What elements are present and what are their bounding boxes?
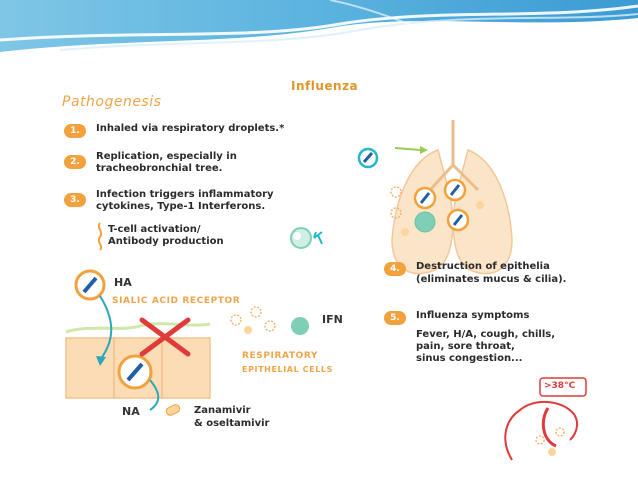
step-4-line-2: (eliminates mucus & cilia). [416, 274, 567, 285]
symptom-line-3: sinus congestion... [416, 353, 523, 364]
tcell-line-1: T-cell activation/ [108, 224, 201, 235]
step-3-line-2: cytokines, Type-1 Interferons. [96, 201, 266, 212]
virus-particles [357, 147, 484, 236]
diagram-title: Influenza [291, 79, 359, 93]
tcell-antibody-icon [97, 222, 323, 251]
ha-label: HA [114, 276, 132, 289]
symptom-line-1: Fever, H/A, cough, chills, [416, 329, 556, 340]
step-2-line-1: Replication, especially in [96, 151, 237, 162]
temperature-label: >38°C [544, 381, 576, 391]
step-2-line-2: tracheobronchial tree. [96, 163, 223, 174]
step-3-line-1: Infection triggers inflammatory [96, 189, 274, 200]
step-3-badge: 3. [64, 193, 86, 207]
step-2-badge: 2. [64, 155, 86, 169]
drug-line-2: & oseltamivir [194, 418, 270, 429]
step-4-badge: 4. [384, 262, 406, 276]
section-heading: Pathogenesis [62, 94, 162, 110]
step-4-line-1: Destruction of epithelia [416, 261, 550, 272]
ifn-cytokines [230, 306, 309, 335]
drug-line-1: Zanamivir [194, 405, 251, 416]
step-5-heading: Influenza symptoms [416, 310, 530, 321]
epithelial-cells-label: EPITHELIAL CELLS [242, 365, 333, 374]
respiratory-label: RESPIRATORY [242, 351, 319, 361]
ifn-label: IFN [322, 313, 343, 326]
tcell-line-2: Antibody production [108, 236, 224, 247]
step-1-badge: 1. [64, 124, 86, 138]
na-label: NA [122, 405, 140, 418]
epithelial-cells [65, 269, 211, 416]
lungs-icon [391, 120, 513, 275]
header-banner [0, 0, 638, 52]
patient-head-icon [504, 377, 587, 461]
sialic-acid-label: SIALIC ACID RECEPTOR [112, 296, 241, 306]
step-5-badge: 5. [384, 311, 406, 325]
step-1-text: Inhaled via respiratory droplets.* [96, 123, 285, 134]
symptom-line-2: pain, sore throat, [416, 341, 515, 352]
